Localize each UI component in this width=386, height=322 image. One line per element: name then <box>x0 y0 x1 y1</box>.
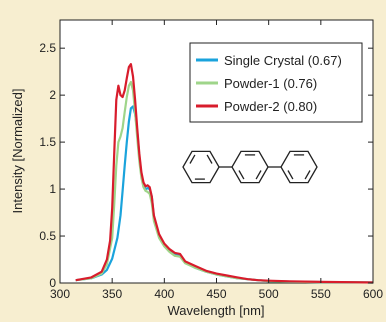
y-axis-ticks: 0 0.5 1 1.5 2 2.5 <box>39 41 373 290</box>
y-tick-label: 1.5 <box>39 135 56 149</box>
y-tick-label: 2.5 <box>39 41 56 55</box>
y-tick-label: 1 <box>49 182 56 196</box>
x-axis-label: Wavelength [nm] <box>167 303 264 318</box>
x-tick-label: 300 <box>50 287 70 301</box>
x-tick-label: 550 <box>311 287 331 301</box>
legend: Single Crystal (0.67) Powder-1 (0.76) Po… <box>189 42 363 123</box>
y-tick-label: 0 <box>49 276 56 290</box>
y-tick-label: 2 <box>49 88 56 102</box>
legend-label-series-3: Powder-2 (0.80) <box>224 99 317 114</box>
x-tick-label: 350 <box>102 287 122 301</box>
series-curves <box>75 62 374 284</box>
legend-label-series-2: Powder-1 (0.76) <box>224 76 317 91</box>
x-tick-label: 600 <box>363 287 383 301</box>
x-axis-ticks: 300 350 400 450 500 550 600 <box>50 20 383 301</box>
x-tick-label: 500 <box>259 287 279 301</box>
series-line-3 <box>75 62 374 284</box>
terphenyl-structure-icon <box>182 150 318 184</box>
y-axis-label: Intensity [Normalized] <box>10 89 25 214</box>
legend-label-series-1: Single Crystal (0.67) <box>224 53 342 68</box>
legend-box <box>189 42 363 123</box>
x-tick-label: 400 <box>154 287 174 301</box>
y-tick-label: 0.5 <box>39 229 56 243</box>
x-tick-label: 450 <box>206 287 226 301</box>
